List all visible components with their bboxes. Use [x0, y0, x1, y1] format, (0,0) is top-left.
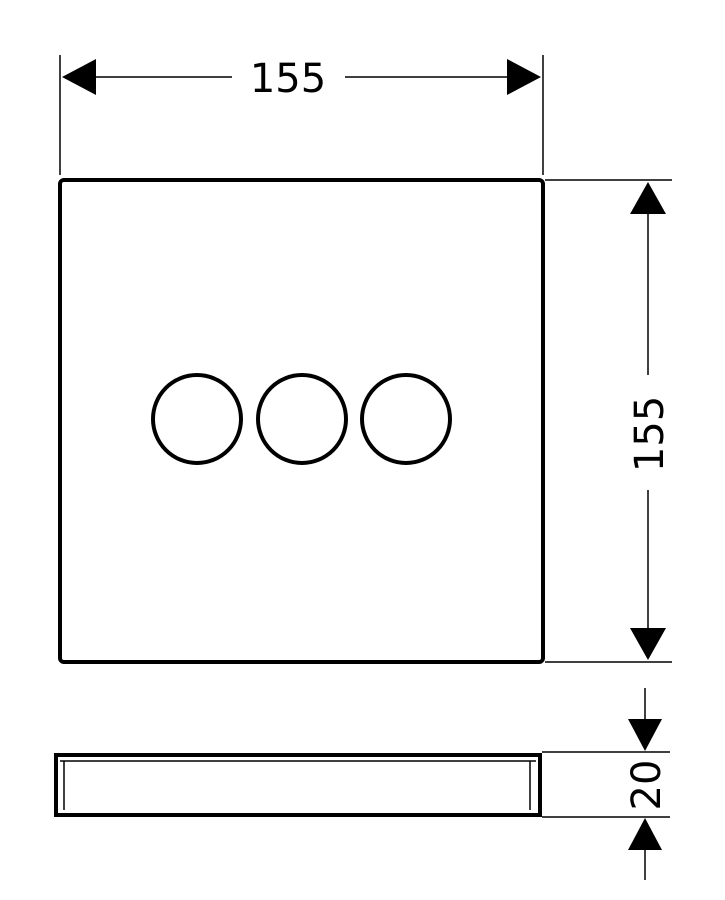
front-view — [58, 178, 545, 664]
button-2 — [256, 373, 348, 465]
depth-arrow-top — [628, 719, 662, 751]
side-plate-outline — [54, 753, 542, 817]
height-arrow-bottom — [630, 628, 666, 660]
plate-outline — [58, 178, 545, 664]
width-arrow-right — [507, 59, 541, 95]
button-3 — [360, 373, 452, 465]
height-label: 155 — [627, 396, 673, 472]
height-arrow-top — [630, 182, 666, 214]
side-view — [54, 753, 542, 817]
depth-arrow-bottom — [628, 818, 662, 850]
button-1 — [151, 373, 243, 465]
width-arrow-left — [62, 59, 96, 95]
depth-label: 20 — [624, 760, 670, 811]
height-dimension: 155 — [545, 179, 673, 663]
width-dimension: 155 — [59, 55, 544, 175]
width-label: 155 — [250, 56, 326, 102]
depth-dimension: 20 — [542, 688, 670, 880]
